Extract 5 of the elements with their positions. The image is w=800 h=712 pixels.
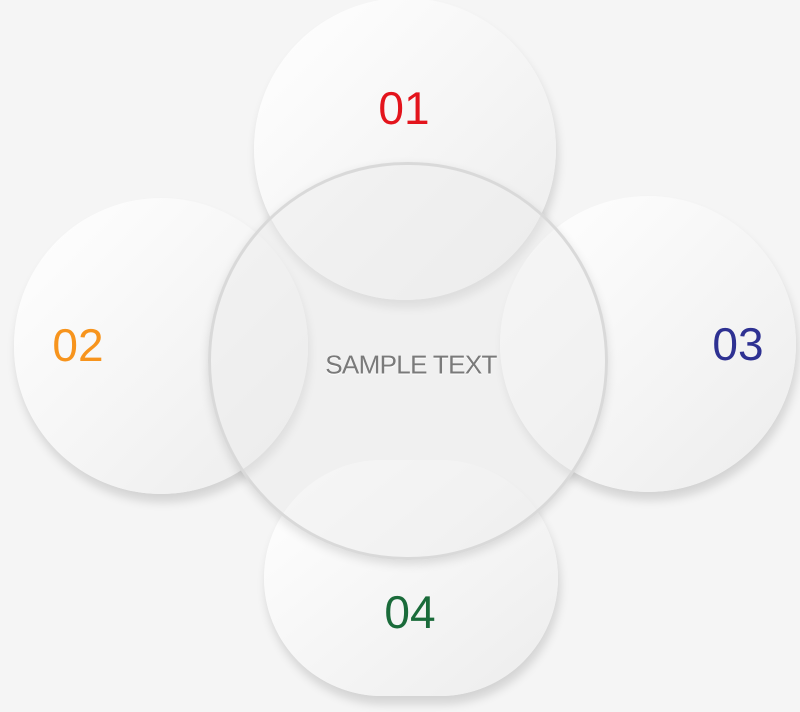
step-number: 01 (378, 85, 430, 131)
step-number: 04 (384, 589, 436, 635)
step-number: 03 (712, 321, 764, 367)
step-number: 02 (52, 322, 104, 368)
center-text: SAMPLE TEXT (325, 348, 497, 382)
